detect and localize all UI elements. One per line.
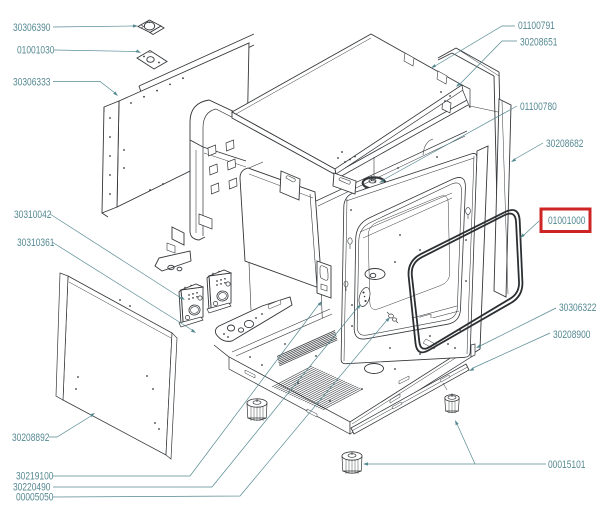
svg-text:00005050: 00005050 (16, 492, 53, 504)
svg-text:30306333: 30306333 (13, 77, 50, 89)
svg-text:30208682: 30208682 (546, 138, 583, 150)
svg-text:01001000: 01001000 (548, 215, 585, 227)
svg-text:30208651: 30208651 (520, 37, 557, 49)
svg-text:01001030: 01001030 (17, 45, 54, 57)
svg-text:30310361: 30310361 (17, 237, 54, 249)
svg-text:30306322: 30306322 (559, 302, 596, 314)
svg-text:01100780: 01100780 (520, 101, 557, 113)
svg-text:30310042: 30310042 (14, 209, 51, 221)
svg-text:30220490: 30220490 (13, 482, 50, 494)
svg-text:00015101: 00015101 (548, 459, 585, 471)
svg-text:30219100: 30219100 (16, 471, 53, 483)
svg-text:30208892: 30208892 (12, 432, 49, 444)
svg-text:01100791: 01100791 (518, 20, 555, 32)
svg-text:30208900: 30208900 (553, 329, 590, 341)
svg-text:30306390: 30306390 (13, 22, 50, 34)
